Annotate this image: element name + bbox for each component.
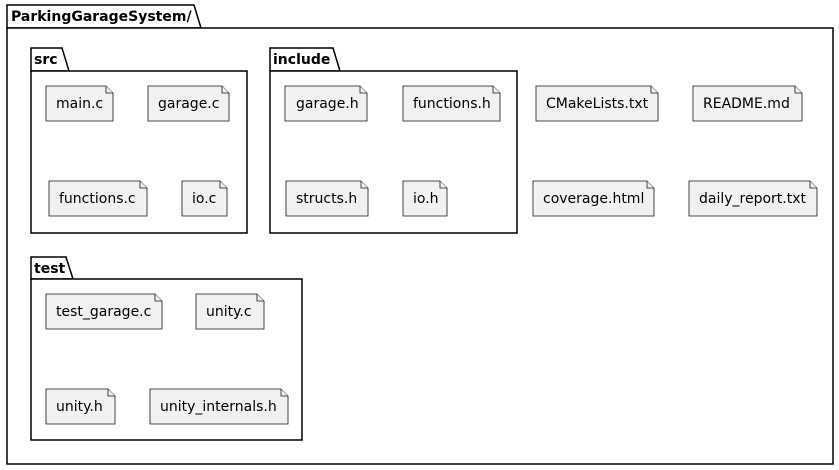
svg-text:functions.c: functions.c [59,191,136,207]
svg-text:main.c: main.c [56,96,103,112]
file-functions-c: functions.c [48,180,148,217]
file-coverage-html: coverage.html [532,180,655,217]
file-main-c: main.c [45,85,114,122]
svg-text:daily_report.txt: daily_report.txt [699,191,807,207]
svg-text:io.h: io.h [413,191,439,207]
file-cmakelists-txt: CMakeLists.txt [535,85,659,122]
package-src: src main.c garage.c functions.c io.c [30,47,248,234]
package-include: include garage.h functions.h structs.h i… [269,47,518,234]
svg-text:test_garage.c: test_garage.c [56,304,151,320]
svg-text:unity.c: unity.c [206,304,252,320]
svg-text:CMakeLists.txt: CMakeLists.txt [546,96,649,112]
file-unity-c: unity.c [195,293,265,330]
file-garage-c: garage.c [147,85,230,122]
svg-text:garage.h: garage.h [296,96,359,112]
file-unity-h: unity.h [45,388,116,425]
file-io-h: io.h [402,180,448,217]
file-unity-internals-h: unity_internals.h [149,388,289,425]
svg-text:io.c: io.c [192,191,216,207]
file-io-c: io.c [181,180,228,217]
root-package-label: ParkingGarageSystem/ [11,9,192,25]
file-functions-h: functions.h [402,85,501,122]
package-include-label: include [273,52,330,68]
file-structs-h: structs.h [285,180,369,217]
file-garage-h: garage.h [284,85,368,122]
svg-text:functions.h: functions.h [413,96,491,112]
file-daily-report-txt: daily_report.txt [688,180,818,217]
svg-text:README.md: README.md [703,96,790,112]
package-test-label: test [34,261,66,277]
svg-text:structs.h: structs.h [296,191,357,207]
package-src-label: src [34,52,58,68]
svg-text:coverage.html: coverage.html [543,191,644,207]
svg-text:unity_internals.h: unity_internals.h [160,399,277,415]
file-test-garage-c: test_garage.c [45,293,163,330]
file-readme-md: README.md [692,85,803,122]
svg-text:unity.h: unity.h [56,399,103,415]
svg-text:garage.c: garage.c [158,96,219,112]
package-test: test test_garage.c unity.c unity.h unity… [30,256,303,441]
